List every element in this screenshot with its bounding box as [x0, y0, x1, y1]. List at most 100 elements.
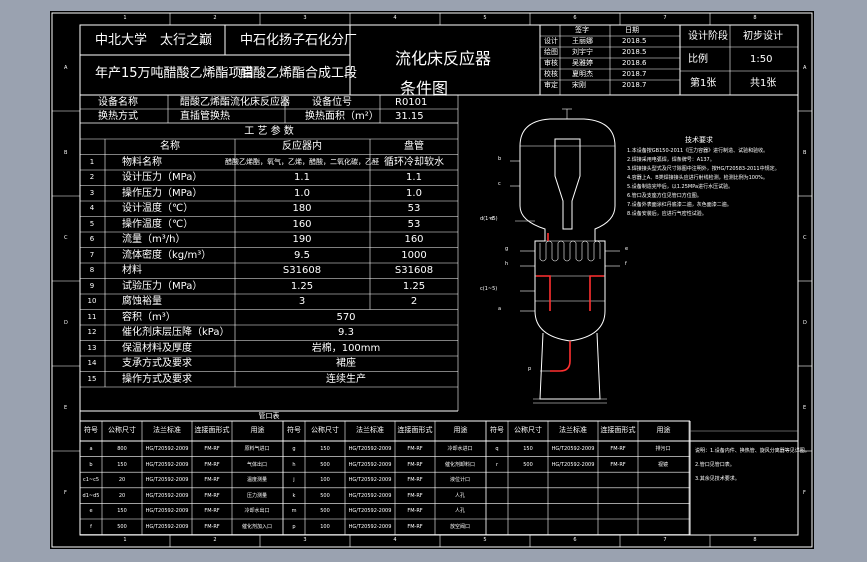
- border-row-label: E: [803, 405, 807, 411]
- vessel-nozzle-label: g: [505, 246, 509, 252]
- nozzle-header: 用途: [453, 426, 468, 434]
- nozzle-face: FM-RF: [610, 461, 626, 468]
- border-col-label: 8: [753, 15, 757, 21]
- sign-date: 2018.5: [622, 48, 647, 56]
- param-row-no: 15: [87, 374, 97, 383]
- drawing-subtitle: 条件图: [400, 79, 449, 98]
- school-motto: 太行之巅: [160, 33, 213, 48]
- sign-role: 绘图: [544, 48, 558, 56]
- nozzle-symbol: f: [90, 524, 92, 530]
- scale-label: 比例: [688, 54, 708, 65]
- border-row-label: B: [803, 150, 807, 156]
- nozzle-symbol: g: [292, 446, 296, 452]
- vessel-nozzle-label: p: [528, 366, 532, 372]
- nozzle-size: 20: [118, 477, 126, 484]
- sign-date: 2018.7: [622, 70, 647, 78]
- nozzle-size: 500: [320, 461, 330, 468]
- nozzle-size: 500: [117, 524, 127, 530]
- vessel-nozzle-label: d(1~5): [480, 216, 498, 222]
- param-row-no: 12: [87, 328, 97, 336]
- nozzle-header: 连接面形式: [194, 426, 230, 434]
- sheet-total: 共1张: [750, 78, 777, 89]
- nozzle-flange-std: HG/T20592-2009: [145, 492, 189, 499]
- border-col-label: 4: [393, 15, 397, 21]
- tech-req-line: 4.容器上A、B类焊接接头应进行射线检测，检测比例为100%。: [627, 175, 768, 181]
- nozzle-flange-std: HG/T20592-2009: [348, 524, 392, 530]
- area-label: 换热面积（m²）: [305, 111, 379, 122]
- border-row-label: C: [64, 235, 68, 241]
- nozzle-header: 符号: [287, 426, 301, 434]
- nozzle-header: 公称尺寸: [311, 426, 339, 434]
- nozzle-flange-std: HG/T20592-2009: [145, 524, 189, 530]
- note-line: 3.其余见技术要求。: [695, 476, 740, 482]
- vessel-nozzle-label: e: [625, 246, 629, 252]
- param-coil-value: 53: [407, 218, 421, 230]
- stage-value: 初步设计: [743, 31, 783, 42]
- sign-name: 吴雅婷: [572, 59, 593, 67]
- param-row-no: 4: [89, 204, 95, 212]
- note-line: 2.管口见管口表。: [695, 462, 735, 468]
- equipment-name: 醋酸乙烯酯流化床反应器: [180, 97, 290, 108]
- nozzle-header: 用途: [250, 426, 265, 434]
- border-col-label: 3: [303, 15, 307, 21]
- border-col-label: 3: [303, 537, 307, 543]
- param-row-no: 6: [89, 235, 95, 243]
- nozzle-symbol: m: [291, 508, 297, 515]
- param-reactor-value: 裙座: [336, 358, 356, 369]
- nozzle-size: 20: [118, 492, 126, 499]
- vessel-nozzle-label: c(1~5): [480, 286, 498, 292]
- param-name: 操作压力（MPa）: [122, 187, 203, 199]
- border-col-label: 6: [573, 537, 577, 543]
- tech-req-line: 7.设备外表面涂红丹底漆二遍，灰色面漆二遍。: [627, 202, 732, 208]
- nozzle-use: 冷却水进口: [447, 446, 473, 452]
- param-coil-value: 循环冷却软水: [384, 156, 444, 168]
- sign-role: 审核: [544, 59, 558, 67]
- nozzle-flange-std: HG/T20592-2009: [348, 508, 392, 515]
- company-name: 中石化扬子石化分厂: [240, 33, 358, 48]
- param-name: 操作方式及要求: [122, 373, 192, 385]
- nozzle-use: 液位计口: [449, 477, 471, 484]
- nozzle-flange-std: HG/T20592-2009: [551, 461, 595, 468]
- param-row-no: 11: [87, 312, 97, 321]
- equipment-tag-label: 设备位号: [312, 97, 352, 108]
- nozzle-header: 用途: [656, 426, 671, 434]
- nozzle-size: 500: [320, 508, 330, 515]
- param-reactor-value: 连续生产: [326, 373, 366, 385]
- nozzle-use: 放空阀口: [449, 524, 471, 530]
- nozzle-size: 150: [320, 446, 330, 452]
- vessel-nozzle-label: c: [498, 181, 501, 187]
- param-reactor-value: 1.1: [294, 172, 310, 183]
- nozzle-header: 符号: [490, 426, 504, 434]
- tech-req-line: 1.本设备按GB150-2011《压力容器》进行制造、试验和验收。: [627, 148, 769, 154]
- nozzle-use: 催化剂加入口: [241, 524, 273, 530]
- nozzle-face: FM-RF: [407, 477, 423, 484]
- drawing-title: 流化床反应器: [395, 49, 492, 68]
- nozzle-symbol: e: [89, 508, 93, 515]
- nozzle-face: FM-RF: [407, 508, 423, 515]
- vessel-nozzle-label: f: [625, 261, 627, 267]
- params-header: 名称: [160, 141, 180, 152]
- school-name: 中北大学: [95, 33, 148, 48]
- nozzle-use: 人孔: [454, 492, 466, 499]
- nozzle-flange-std: HG/T20592-2009: [348, 446, 392, 452]
- param-reactor-value: 570: [336, 311, 356, 323]
- param-name: 催化剂床层压降（kPa）: [122, 327, 230, 338]
- nozzle-flange-std: HG/T20592-2009: [145, 477, 189, 484]
- exchange-area: 31.15: [395, 111, 424, 122]
- note-line: 说明：1.设备内件、换热管、旋风分离器等见详图。: [695, 448, 810, 454]
- param-reactor-value: 180: [292, 203, 312, 214]
- tech-req-line: 8.设备安装后，应进行气密性试验。: [627, 211, 707, 217]
- nozzle-symbol: k: [292, 492, 296, 499]
- exchange-label: 换热方式: [98, 111, 138, 122]
- nozzle-header: 法兰标准: [356, 426, 384, 434]
- param-row-no: 7: [89, 250, 95, 259]
- nozzle-header: 公称尺寸: [108, 426, 136, 434]
- border-row-label: C: [803, 235, 807, 241]
- nozzle-flange-std: HG/T20592-2009: [348, 477, 392, 484]
- tech-req-line: 5.设备制造完毕后，以1.25MPa进行水压试验。: [627, 184, 734, 190]
- border-row-label: A: [803, 65, 807, 71]
- nozzle-header: 符号: [84, 426, 98, 434]
- param-coil-value: 1.25: [402, 280, 426, 292]
- nozzle-face: FM-RF: [204, 477, 220, 484]
- nozzle-use: 人孔: [454, 508, 466, 515]
